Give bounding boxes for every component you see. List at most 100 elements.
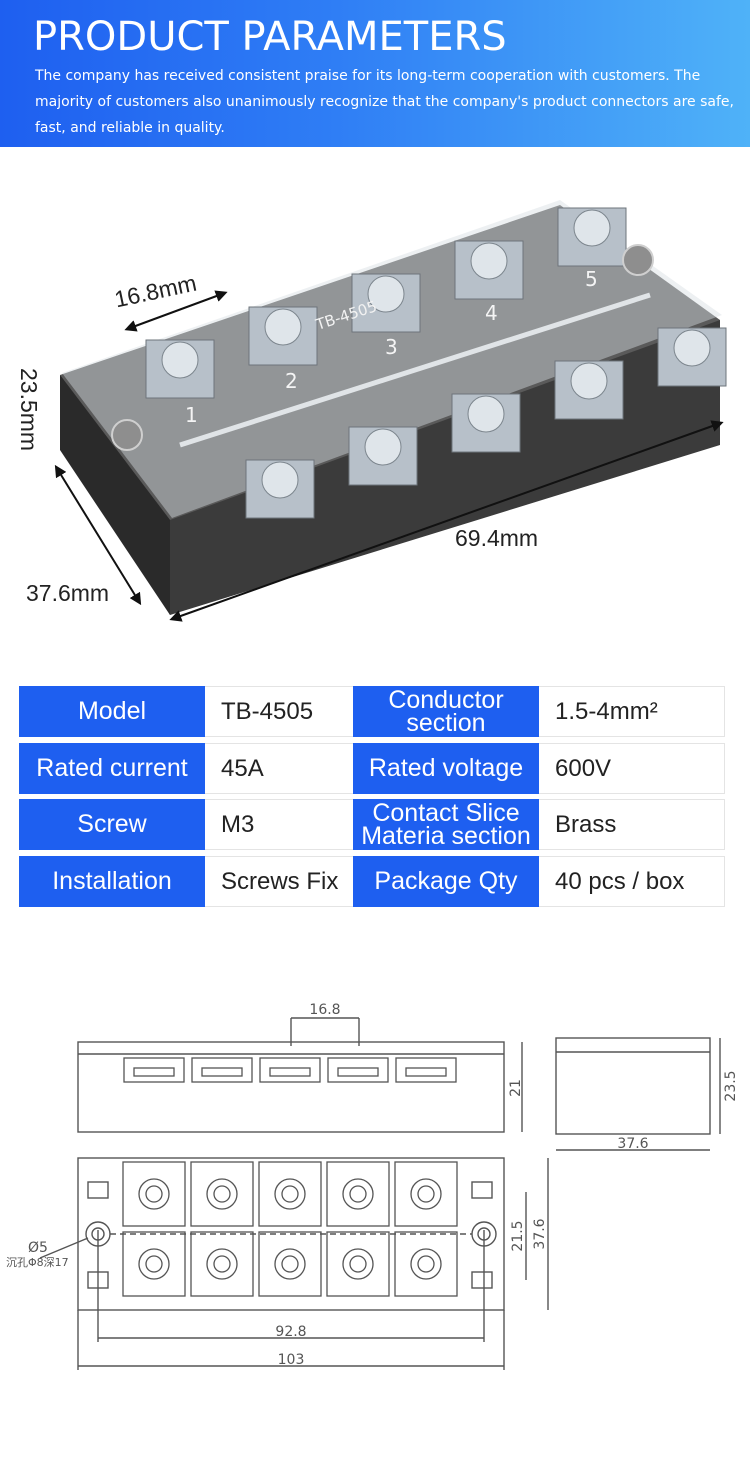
screw-head <box>673 329 711 367</box>
side-view-outline <box>555 1037 711 1135</box>
spec-key: Rated voltage <box>353 743 539 794</box>
header-banner: PRODUCT PARAMETERS The company has recei… <box>0 0 750 147</box>
drawing-front-screw-slot <box>337 1067 379 1077</box>
drawing-front-screw-slot <box>201 1067 243 1077</box>
drawing-terminal-cell <box>394 1161 458 1227</box>
drawing-screw-head <box>274 1248 306 1280</box>
drawing-screw-inner <box>213 1185 231 1203</box>
dimension-drawing: 16.8 21 23.5 37.6 21.5 37.6 Ø5 沉孔Φ8深17 9… <box>6 1002 739 1370</box>
drawing-screw-head <box>342 1178 374 1210</box>
screw-head <box>261 461 299 499</box>
drawing-screw-inner <box>213 1255 231 1273</box>
screw-head <box>364 428 402 466</box>
mounting-hole <box>622 244 654 276</box>
spec-key: Package Qty <box>353 856 539 907</box>
screw-head <box>470 242 508 280</box>
drawing-terminal-cell <box>326 1161 390 1227</box>
drawing-terminal-cell <box>258 1231 322 1297</box>
drawing-hole-diameter: Ø5 <box>28 1240 48 1256</box>
front-view-outline <box>77 1041 505 1133</box>
spec-key: Rated current <box>19 743 205 794</box>
drawing-screw-head <box>410 1248 442 1280</box>
drawing-screw-inner <box>417 1185 435 1203</box>
table-row: Model TB-4505 Conductor section 1.5-4mm² <box>19 686 725 737</box>
drawing-body-height: 21 <box>508 1079 524 1097</box>
drawing-front-screw <box>123 1057 185 1083</box>
drawing-screw-inner <box>145 1185 163 1203</box>
spec-value: Brass <box>539 799 725 850</box>
technical-drawing: 16.8 21 23.5 37.6 21.5 37.6 Ø5 沉孔Φ8深17 9… <box>0 990 750 1390</box>
drawing-pitch: 16.8 <box>309 1002 340 1018</box>
drawing-front-screw <box>191 1057 253 1083</box>
drawing-total-height: 23.5 <box>723 1070 739 1101</box>
plan-view-outline <box>77 1157 505 1311</box>
drawing-side-width: 37.6 <box>617 1136 648 1152</box>
spec-value: Screws Fix <box>205 856 353 907</box>
drawing-screw-inner <box>417 1255 435 1273</box>
drawing-front-screw-slot <box>269 1067 311 1077</box>
dimension-length-label: 69.4mm <box>455 525 539 551</box>
drawing-front-screw-slot <box>133 1067 175 1077</box>
drawing-screw-head <box>410 1178 442 1210</box>
screw-head <box>161 341 199 379</box>
spec-value: 600V <box>539 743 725 794</box>
drawing-screw-inner <box>349 1255 367 1273</box>
drawing-front-screw <box>395 1057 457 1083</box>
terminal-number: 4 <box>485 301 498 325</box>
terminal-number: 5 <box>585 267 598 291</box>
screw-head <box>264 308 302 346</box>
header-description: The company has received consistent prai… <box>35 68 734 136</box>
screw-head <box>367 275 405 313</box>
spec-key: Model <box>19 686 205 737</box>
table-row: Installation Screws Fix Package Qty 40 p… <box>19 856 725 907</box>
drawing-screw-inner <box>281 1255 299 1273</box>
drawing-screw-head <box>206 1178 238 1210</box>
spec-key: Contact Slice Materia section <box>353 799 539 850</box>
drawing-screw-head <box>138 1178 170 1210</box>
terminal-number: 2 <box>285 369 298 393</box>
page-title: PRODUCT PARAMETERS <box>33 14 507 60</box>
screw-head <box>570 362 608 400</box>
terminal-number: 1 <box>185 403 198 427</box>
drawing-total-width: 37.6 <box>532 1218 548 1249</box>
drawing-terminal-cell <box>190 1161 254 1227</box>
drawing-screw-inner <box>145 1255 163 1273</box>
drawing-screw-head <box>274 1178 306 1210</box>
spec-key: Installation <box>19 856 205 907</box>
mounting-hole <box>111 419 143 451</box>
screw-head <box>467 395 505 433</box>
drawing-terminal-cell <box>394 1231 458 1297</box>
drawing-screw-head <box>138 1248 170 1280</box>
spec-key: Conductor section <box>353 686 539 737</box>
dimension-height-label: 23.5mm <box>16 368 42 452</box>
drawing-terminal-cell <box>326 1231 390 1297</box>
drawing-front-screw-slot <box>405 1067 447 1077</box>
drawing-front-screw <box>327 1057 389 1083</box>
drawing-total-length: 103 <box>278 1352 305 1368</box>
dimension-width-label: 37.6mm <box>26 580 110 606</box>
drawing-screw-head <box>342 1248 374 1280</box>
drawing-hole-spacing-v: 21.5 <box>510 1220 526 1251</box>
drawing-counterbore-note: 沉孔Φ8深17 <box>6 1256 69 1269</box>
table-row: Rated current 45A Rated voltage 600V <box>19 743 725 794</box>
spec-value: M3 <box>205 799 353 850</box>
drawing-screw-inner <box>349 1185 367 1203</box>
drawing-terminal-cell <box>122 1231 186 1297</box>
spec-key: Screw <box>19 799 205 850</box>
drawing-front-screw <box>259 1057 321 1083</box>
drawing-terminal-cell <box>258 1161 322 1227</box>
spec-value: 40 pcs / box <box>539 856 725 907</box>
drawing-terminal-cell <box>122 1161 186 1227</box>
spec-value: 1.5-4mm² <box>539 686 725 737</box>
table-row: Screw M3 Contact Slice Materia section B… <box>19 799 725 850</box>
screw-head <box>573 209 611 247</box>
drawing-terminal-cell <box>190 1231 254 1297</box>
terminal-number: 3 <box>385 335 398 359</box>
drawing-screw-inner <box>281 1185 299 1203</box>
drawing-screw-head <box>206 1248 238 1280</box>
spec-value: 45A <box>205 743 353 794</box>
drawing-hole-spacing-h: 92.8 <box>275 1324 306 1340</box>
spec-value: TB-4505 <box>205 686 353 737</box>
